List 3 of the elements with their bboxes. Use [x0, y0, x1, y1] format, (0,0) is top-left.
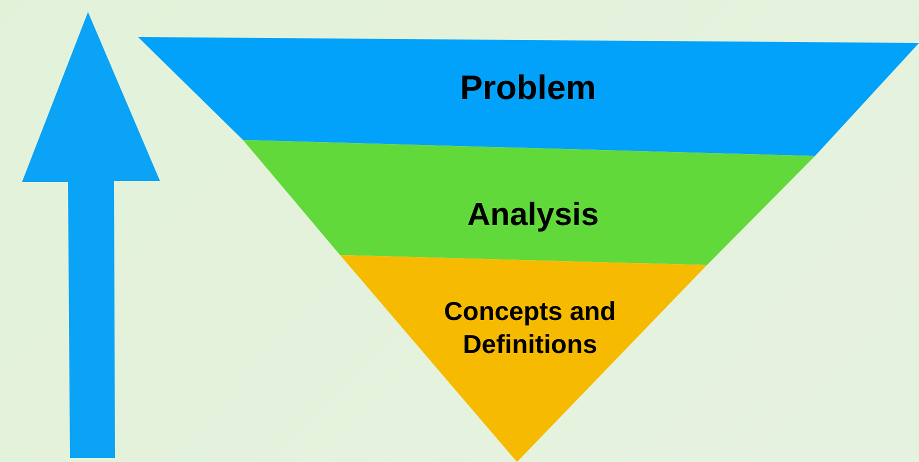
segment-label: Concepts and Definitions [443, 295, 617, 360]
segment-label: Problem [458, 68, 598, 109]
segment-label: Analysis [466, 195, 600, 234]
